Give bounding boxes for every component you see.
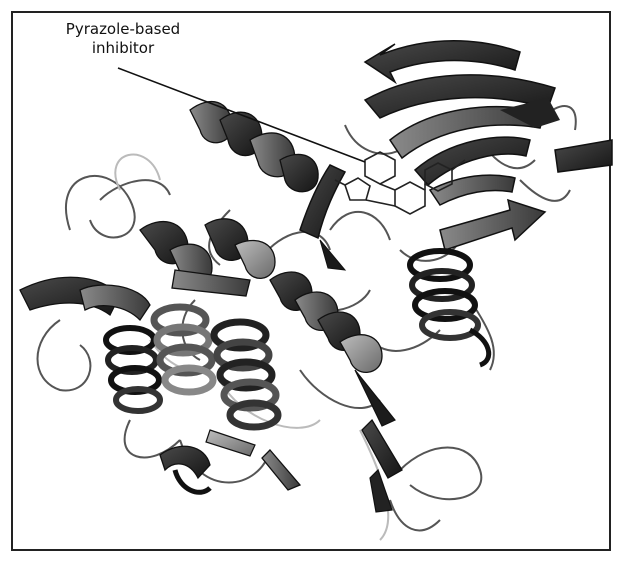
alpha-helix-top: [190, 102, 318, 192]
annotation-label-line1: Pyrazole-based: [38, 20, 208, 39]
annotation-label: Pyrazole-based inhibitor: [38, 20, 208, 58]
annotation-label-line2: inhibitor: [38, 39, 208, 58]
alpha-helix-bundle-left: [20, 219, 278, 427]
alpha-helix-right: [410, 251, 489, 365]
